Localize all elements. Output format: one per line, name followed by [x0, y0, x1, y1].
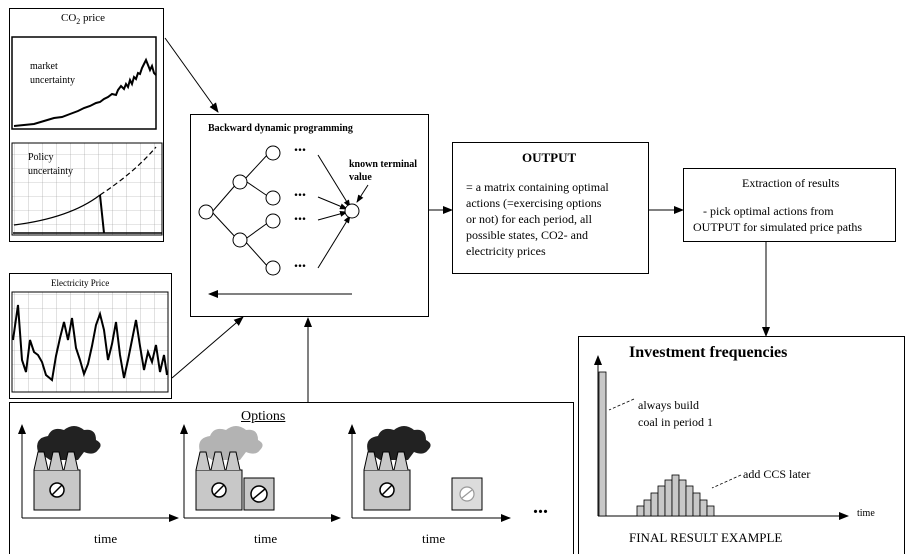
options-ellipsis: ... [533, 496, 548, 518]
dp-node [198, 204, 214, 220]
policy-drop-line [99, 194, 105, 234]
arrow-electricity-to-dp [171, 316, 244, 379]
known-terminal-value-label: known terminal value [349, 159, 418, 183]
dp-title: Backward dynamic programming [208, 123, 353, 134]
options-title: Options [241, 409, 286, 424]
co2-price-panel [9, 8, 164, 242]
dp-tree [198, 145, 369, 276]
extraction-box [683, 168, 896, 242]
dp-node [265, 190, 281, 206]
dp-ellipsis: ... [294, 138, 306, 155]
dp-node [232, 232, 248, 248]
dp-terminal-node [344, 203, 360, 219]
output-box [452, 142, 649, 274]
electricity-chart-frame [11, 291, 169, 393]
add-ccs-annotation: add CCS later [743, 467, 811, 481]
always-build-annotation: always build coal in period 1 [638, 398, 713, 429]
dp-node [232, 174, 248, 190]
dp-ellipsis: ... [294, 183, 306, 200]
dp-node [265, 213, 281, 229]
dp-ellipsis: ... [294, 254, 306, 271]
option-time-label: time [254, 531, 278, 546]
dp-node [265, 260, 281, 276]
market-uncertainty-label: market uncertainty [30, 61, 75, 86]
factory-icon [195, 426, 275, 511]
hist-time-label: time [857, 508, 875, 519]
factory-icon [33, 426, 101, 511]
market-price-line [13, 57, 157, 127]
factory-icon [363, 426, 483, 511]
arrow-co2-to-dp [164, 37, 219, 113]
dp-node [265, 145, 281, 161]
backward-dp-box [190, 114, 429, 317]
electricity-price-line [12, 304, 168, 382]
policy-chart-frame [11, 142, 163, 236]
electricity-price-title: Electricity Price [51, 278, 110, 288]
investment-title: Investment frequencies [629, 344, 788, 361]
output-title: OUTPUT [522, 150, 577, 165]
hist-bar [706, 505, 715, 517]
hist-bar [598, 371, 607, 517]
investment-frequencies-panel [578, 336, 905, 554]
ccs-unit-icon [243, 477, 275, 511]
extraction-description: - pick optimal actions from OUTPUT for s… [693, 204, 863, 234]
options-panel [9, 402, 574, 554]
option-time-label: time [94, 531, 118, 546]
policy-curve-dashed [99, 146, 157, 196]
dp-ellipsis: ... [294, 207, 306, 224]
policy-curve-solid [13, 194, 101, 226]
electricity-price-panel [9, 273, 172, 399]
output-description: = a matrix containing optimal actions (=… [466, 180, 609, 258]
policy-uncertainty-label: Policy uncertainty [28, 152, 73, 177]
co2-price-title: CO2 price [61, 12, 106, 27]
final-result-label: FINAL RESULT EXAMPLE [629, 530, 783, 545]
histogram-bars [598, 371, 715, 517]
extraction-title: Extraction of results [742, 176, 840, 190]
option-time-label: time [422, 531, 446, 546]
